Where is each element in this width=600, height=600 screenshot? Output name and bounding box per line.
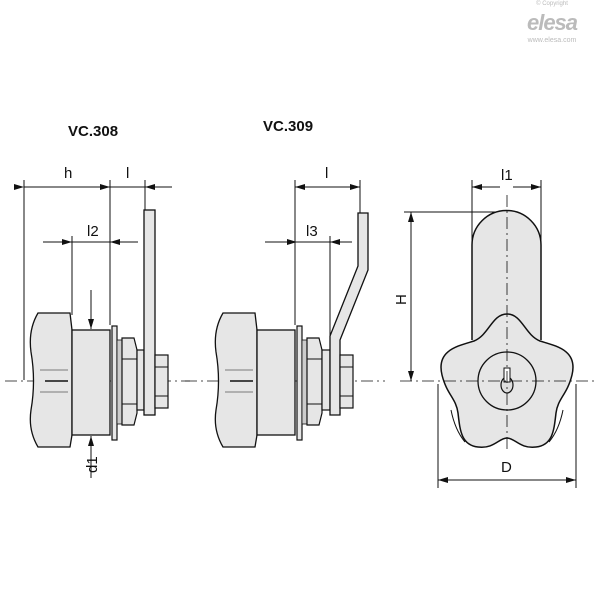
front-view — [400, 180, 595, 488]
screw-nut — [154, 354, 169, 409]
dim-l2-label: l2 — [87, 223, 99, 240]
dim-l-label: l — [126, 165, 129, 182]
vc309-title: VC.309 — [263, 118, 313, 135]
dim-l3-label: l3 — [306, 223, 318, 240]
elesa-logo: © Copyright elesa www.elesa.com — [512, 0, 592, 46]
vc308-side-view — [5, 180, 190, 478]
nut — [121, 337, 138, 426]
logo-url: www.elesa.com — [527, 37, 577, 44]
logo-brand: elesa — [526, 10, 578, 35]
dim-l-label-309: l — [325, 165, 328, 182]
vc308-title: VC.308 — [68, 123, 118, 140]
dim-H-label: H — [393, 294, 410, 305]
vc309-side-view — [185, 180, 385, 448]
lever-front — [471, 209, 542, 340]
dim-D-label: D — [501, 459, 512, 476]
logo-copyright: © Copyright — [536, 1, 568, 7]
dim-l1-label: l1 — [501, 167, 513, 184]
body — [71, 329, 111, 436]
dim-d1-label: d1 — [84, 456, 101, 473]
knob — [29, 312, 73, 448]
lever-plate — [143, 209, 156, 416]
dim-h-label: h — [64, 165, 72, 182]
